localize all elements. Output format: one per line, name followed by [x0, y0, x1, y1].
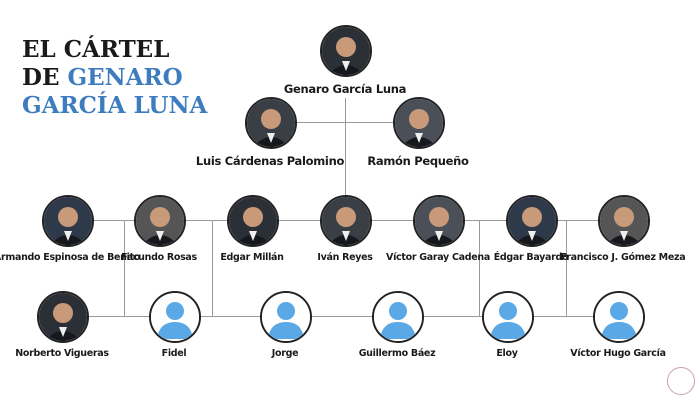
person-name: Francisco J. Gómez Meza [560, 252, 686, 263]
person-name: Édgar Bayardo [493, 252, 569, 263]
connector-trunk [345, 98, 346, 220]
person-photo [598, 195, 650, 247]
person-name: Jorge [271, 348, 299, 359]
person-name: Víctor Garay Cadena [386, 252, 490, 263]
connector-level3 [62, 316, 618, 317]
connector-vertical [479, 220, 480, 316]
person-placeholder-icon [593, 291, 645, 343]
person-name: Fidel [161, 348, 187, 359]
person-name: Guillermo Báez [358, 348, 436, 359]
person-placeholder-icon [149, 291, 201, 343]
title-highlight: GENARO [67, 64, 183, 91]
government-logo [667, 367, 695, 395]
connector-vertical [212, 220, 213, 316]
person-photo [134, 195, 186, 247]
person-name: Norberto Vigueras [15, 348, 109, 359]
title-line-2: DE GENARO [22, 64, 207, 92]
person-name: Armando Espinosa de Benito [0, 252, 141, 263]
person-photo [413, 195, 465, 247]
title-prefix: DE [22, 64, 60, 91]
person-photo [506, 195, 558, 247]
connector-level1 [270, 122, 418, 123]
person-name: Ramón Pequeño [367, 154, 469, 168]
person-photo [320, 25, 372, 77]
person-name: Luis Cárdenas Palomino [195, 154, 345, 168]
person-name: Víctor Hugo García [570, 348, 666, 359]
connector-vertical [566, 220, 567, 316]
person-photo [227, 195, 279, 247]
person-photo [393, 97, 445, 149]
person-placeholder-icon [482, 291, 534, 343]
person-photo [42, 195, 94, 247]
person-photo [37, 291, 89, 343]
person-name: Facundo Rosas [121, 252, 197, 263]
title-line-1: EL CÁRTEL [22, 36, 170, 63]
person-name: Edgar Millán [220, 252, 284, 263]
person-placeholder-icon [260, 291, 312, 343]
person-name: Iván Reyes [317, 252, 373, 263]
person-photo [245, 97, 297, 149]
chart-title: EL CÁRTEL DE GENARO GARCÍA LUNA [22, 36, 207, 120]
person-name: Genaro García Luna [283, 82, 407, 96]
connector-vertical [124, 220, 125, 316]
person-photo [320, 195, 372, 247]
person-placeholder-icon [372, 291, 424, 343]
title-line-3: GARCÍA LUNA [22, 92, 208, 119]
person-name: Eloy [496, 348, 518, 359]
